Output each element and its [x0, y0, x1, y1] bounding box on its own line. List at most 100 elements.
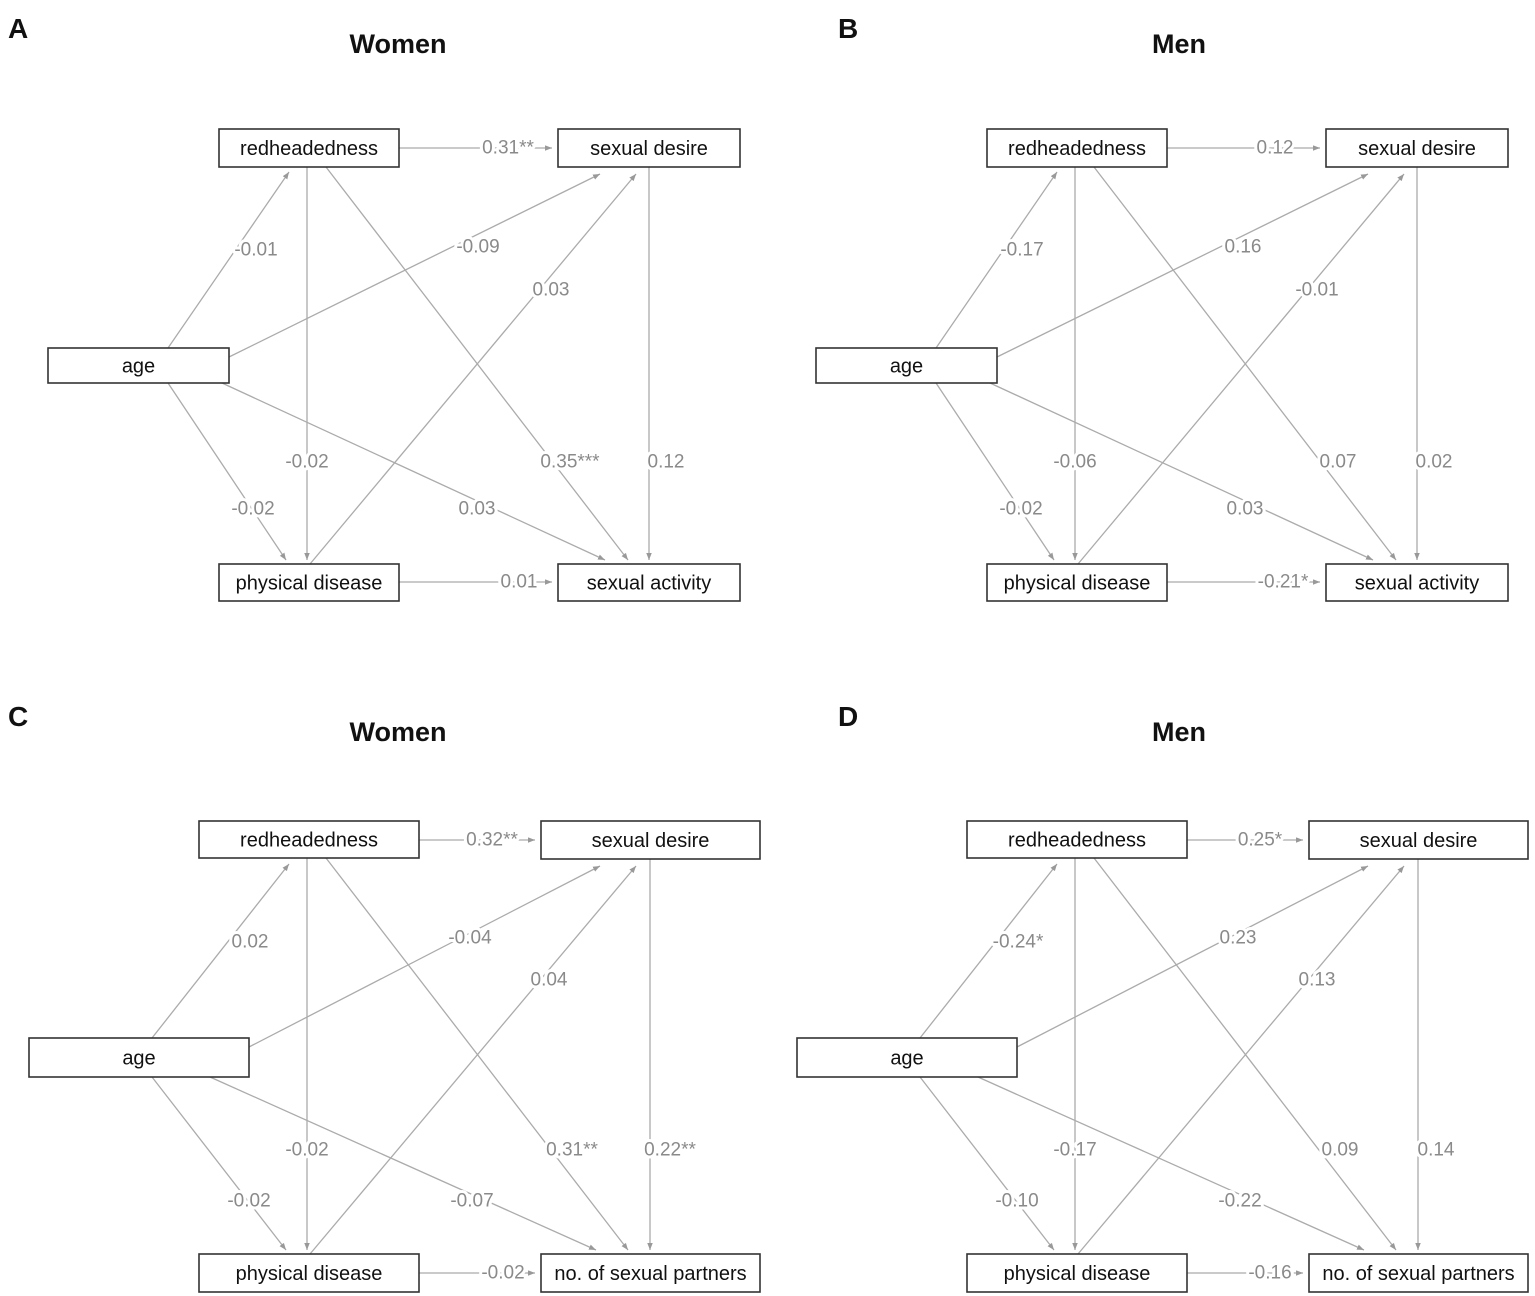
node-D-outcome — [1308, 1253, 1529, 1293]
coef-C-redheadedness-to-physical_disease: -0.02 — [285, 1140, 328, 1161]
edge-D-age-to-physical_disease — [919, 1076, 1055, 1251]
edge-C-age-to-redheadedness — [151, 863, 290, 1039]
node-label-B-physical_disease: physical disease — [1004, 573, 1151, 595]
coef-D-physical_disease-to-sexual_desire: 0.13 — [1299, 970, 1336, 991]
coef-C-physical_disease-to-sexual_desire: 0.04 — [531, 970, 568, 991]
coef-A-physical_disease-to-outcome: 0.01 — [501, 572, 538, 593]
node-B-redheadedness — [986, 128, 1168, 168]
node-label-C-outcome: no. of sexual partners — [554, 1263, 746, 1285]
node-label-A-age: age — [122, 356, 155, 378]
edge-B-age-to-sexual_desire — [996, 173, 1369, 358]
coef-B-age-to-redheadedness: -0.17 — [1000, 240, 1043, 261]
node-label-A-outcome: sexual activity — [587, 573, 712, 595]
node-label-B-redheadedness: redheadedness — [1008, 138, 1146, 160]
coef-A-redheadedness-to-outcome: 0.35*** — [540, 452, 600, 473]
node-A-age — [47, 347, 230, 384]
coef-A-age-to-redheadedness: -0.01 — [234, 240, 277, 261]
coef-A-age-to-outcome: 0.03 — [459, 499, 496, 520]
edge-B-redheadedness-to-outcome — [1093, 166, 1397, 561]
edge-A-redheadedness-to-outcome — [325, 166, 629, 561]
coef-D-redheadedness-to-sexual_desire: 0.25* — [1238, 830, 1283, 851]
node-label-C-sexual_desire: sexual desire — [592, 830, 710, 852]
node-A-physical_disease — [218, 563, 400, 602]
edge-A-age-to-redheadedness — [167, 171, 290, 349]
coef-A-age-to-physical_disease: -0.02 — [231, 499, 274, 520]
node-label-D-age: age — [890, 1048, 923, 1070]
coef-D-age-to-sexual_desire: 0.23 — [1220, 928, 1257, 949]
edge-C-age-to-physical_disease — [151, 1076, 287, 1251]
node-C-sexual_desire — [540, 820, 761, 860]
coef-C-redheadedness-to-outcome: 0.31** — [546, 1140, 598, 1161]
node-label-A-physical_disease: physical disease — [236, 573, 383, 595]
panel-title-D: Men — [1152, 717, 1206, 747]
coef-B-redheadedness-to-physical_disease: -0.06 — [1053, 452, 1096, 473]
coef-A-physical_disease-to-sexual_desire: 0.03 — [533, 280, 570, 301]
edge-B-age-to-outcome — [989, 382, 1374, 561]
coef-B-age-to-sexual_desire: 0.16 — [1225, 237, 1262, 258]
node-D-physical_disease — [966, 1253, 1188, 1293]
coef-A-redheadedness-to-physical_disease: -0.02 — [285, 452, 328, 473]
node-D-age — [796, 1037, 1018, 1078]
node-B-sexual_desire — [1325, 128, 1509, 168]
edge-D-age-to-outcome — [977, 1076, 1365, 1251]
coef-B-redheadedness-to-sexual_desire: 0.12 — [1257, 138, 1294, 159]
edge-D-age-to-sexual_desire — [1016, 865, 1369, 1048]
panel-letter-B: B — [838, 13, 858, 44]
panel-letter-D: D — [838, 701, 858, 732]
edge-C-redheadedness-to-outcome — [325, 857, 629, 1251]
coef-C-age-to-outcome: -0.07 — [450, 1191, 493, 1212]
coef-C-age-to-sexual_desire: -0.04 — [448, 928, 492, 949]
node-label-A-redheadedness: redheadedness — [240, 138, 378, 160]
node-A-redheadedness — [218, 128, 400, 168]
node-label-D-sexual_desire: sexual desire — [1360, 830, 1478, 852]
edge-D-redheadedness-to-outcome — [1093, 857, 1397, 1251]
node-B-physical_disease — [986, 563, 1168, 602]
coef-D-age-to-outcome: -0.22 — [1218, 1191, 1261, 1212]
edge-D-age-to-redheadedness — [919, 863, 1058, 1039]
node-B-outcome — [1325, 563, 1509, 602]
node-label-B-age: age — [890, 356, 923, 378]
edge-C-age-to-outcome — [209, 1076, 597, 1251]
panel-title-A: Women — [349, 29, 446, 59]
panel-title-C: Women — [349, 717, 446, 747]
coef-A-age-to-sexual_desire: -0.09 — [456, 237, 499, 258]
edge-C-physical_disease-to-sexual_desire — [309, 865, 637, 1255]
coef-A-sexual_desire-to-outcome: 0.12 — [648, 452, 685, 473]
coef-D-age-to-redheadedness: -0.24* — [993, 932, 1044, 953]
coef-B-redheadedness-to-outcome: 0.07 — [1320, 452, 1357, 473]
coef-C-sexual_desire-to-outcome: 0.22** — [644, 1140, 696, 1161]
panel-letter-A: A — [8, 13, 28, 44]
edge-A-age-to-sexual_desire — [228, 173, 601, 358]
node-D-redheadedness — [966, 820, 1188, 859]
coef-A-redheadedness-to-sexual_desire: 0.31** — [482, 138, 534, 159]
node-label-D-outcome: no. of sexual partners — [1322, 1263, 1514, 1285]
node-A-outcome — [557, 563, 741, 602]
coef-D-redheadedness-to-physical_disease: -0.17 — [1053, 1140, 1096, 1161]
coef-C-age-to-redheadedness: 0.02 — [232, 932, 269, 953]
node-B-age — [815, 347, 998, 384]
node-label-B-outcome: sexual activity — [1355, 573, 1480, 595]
coef-C-redheadedness-to-sexual_desire: 0.32** — [466, 830, 518, 851]
coef-D-age-to-physical_disease: -0.10 — [995, 1191, 1038, 1212]
coef-B-physical_disease-to-outcome: -0.21* — [1258, 572, 1309, 593]
edge-A-age-to-physical_disease — [167, 382, 287, 561]
node-label-C-redheadedness: redheadedness — [240, 830, 378, 852]
node-label-C-age: age — [122, 1048, 155, 1070]
node-D-sexual_desire — [1308, 820, 1529, 860]
coef-D-sexual_desire-to-outcome: 0.14 — [1418, 1140, 1455, 1161]
panel-title-B: Men — [1152, 29, 1206, 59]
coef-B-sexual_desire-to-outcome: 0.02 — [1416, 452, 1453, 473]
edge-B-age-to-physical_disease — [935, 382, 1055, 561]
edge-D-physical_disease-to-sexual_desire — [1077, 865, 1405, 1255]
edge-B-physical_disease-to-sexual_desire — [1077, 173, 1405, 565]
node-C-physical_disease — [198, 1253, 420, 1293]
node-A-sexual_desire — [557, 128, 741, 168]
node-C-age — [28, 1037, 250, 1078]
coef-D-redheadedness-to-outcome: 0.09 — [1322, 1140, 1359, 1161]
